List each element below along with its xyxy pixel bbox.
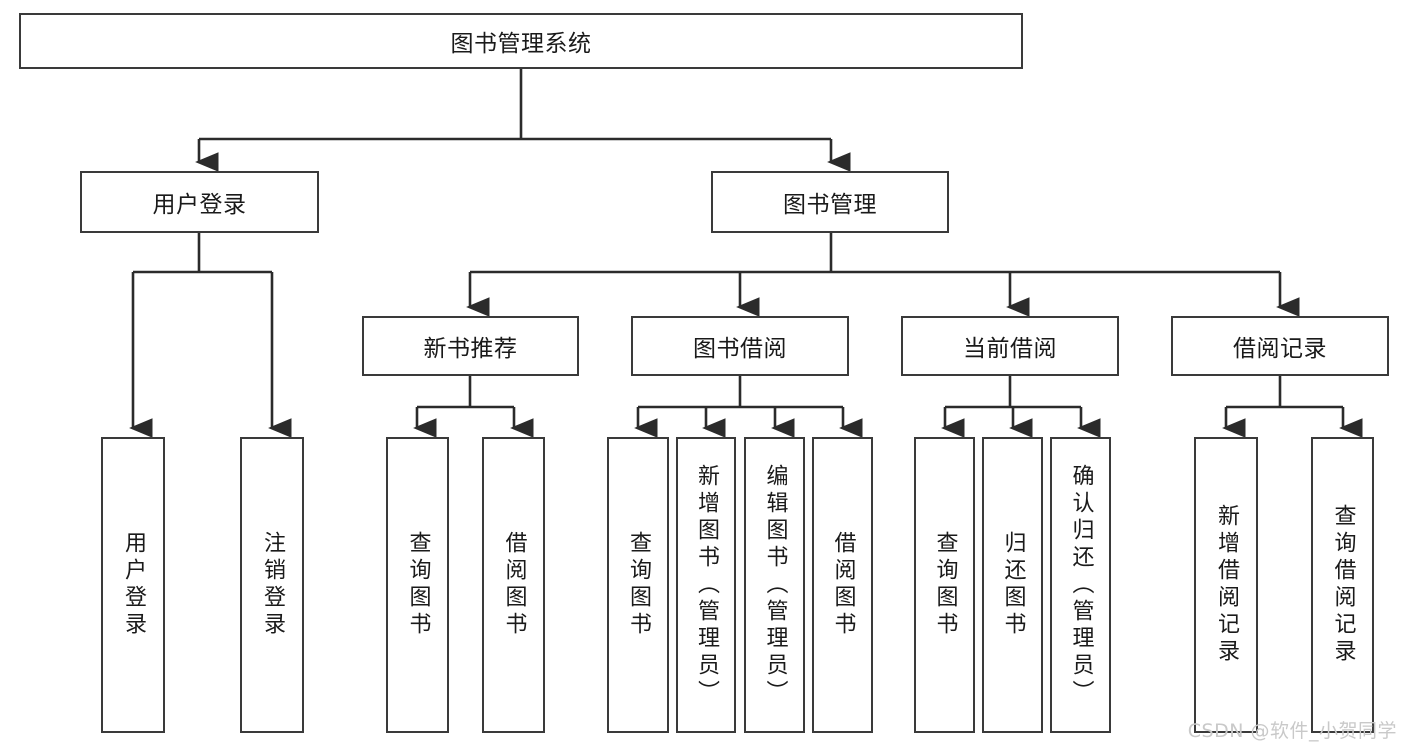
leaf-user-login[interactable]: 用户登录 bbox=[101, 437, 165, 733]
leaf-borrow-book-label: 借阅图书 bbox=[830, 531, 856, 639]
leaf-query-book-newbook[interactable]: 查询图书 bbox=[386, 437, 449, 733]
node-current-borrow-label: 当前借阅 bbox=[963, 336, 1057, 362]
node-book-borrow-label: 图书借阅 bbox=[693, 336, 787, 362]
leaf-confirm-return-admin[interactable]: 确认归还（管理员） bbox=[1050, 437, 1111, 733]
node-new-book-recommend-label: 新书推荐 bbox=[423, 336, 518, 362]
node-user-login[interactable]: 用户登录 bbox=[80, 171, 319, 233]
leaf-borrow-book-newbook[interactable]: 借阅图书 bbox=[482, 437, 545, 733]
leaf-query-book-current-label: 查询图书 bbox=[932, 531, 958, 639]
leaf-query-borrow-record[interactable]: 查询借阅记录 bbox=[1311, 437, 1374, 733]
leaf-edit-book-admin[interactable]: 编辑图书（管理员） bbox=[744, 437, 805, 733]
leaf-add-book-admin[interactable]: 新增图书（管理员） bbox=[676, 437, 736, 733]
node-borrow-record-label: 借阅记录 bbox=[1233, 336, 1327, 362]
leaf-query-borrow-record-label: 查询借阅记录 bbox=[1330, 504, 1356, 666]
node-root[interactable]: 图书管理系统 bbox=[19, 13, 1023, 69]
leaf-add-borrow-record[interactable]: 新增借阅记录 bbox=[1194, 437, 1258, 733]
leaf-logout[interactable]: 注销登录 bbox=[240, 437, 304, 733]
leaf-logout-label: 注销登录 bbox=[260, 531, 285, 639]
leaf-confirm-return-admin-label: 确认归还（管理员） bbox=[1068, 463, 1094, 707]
leaf-user-login-label: 用户登录 bbox=[121, 531, 146, 639]
node-borrow-record[interactable]: 借阅记录 bbox=[1171, 316, 1389, 376]
leaf-query-book-current[interactable]: 查询图书 bbox=[914, 437, 975, 733]
leaf-add-book-admin-label: 新增图书（管理员） bbox=[694, 463, 719, 707]
leaf-return-book[interactable]: 归还图书 bbox=[982, 437, 1043, 733]
node-book-management[interactable]: 图书管理 bbox=[711, 171, 949, 233]
node-user-login-label: 用户登录 bbox=[152, 192, 247, 218]
node-new-book-recommend[interactable]: 新书推荐 bbox=[362, 316, 579, 376]
leaf-add-borrow-record-label: 新增借阅记录 bbox=[1214, 504, 1239, 666]
node-current-borrow[interactable]: 当前借阅 bbox=[901, 316, 1119, 376]
node-root-label: 图书管理系统 bbox=[450, 31, 592, 57]
leaf-query-book-borrow[interactable]: 查询图书 bbox=[607, 437, 669, 733]
node-book-management-label: 图书管理 bbox=[783, 192, 877, 218]
leaf-query-book-borrow-label: 查询图书 bbox=[626, 531, 651, 639]
leaf-query-book-newbook-label: 查询图书 bbox=[405, 531, 431, 639]
leaf-borrow-book[interactable]: 借阅图书 bbox=[812, 437, 873, 733]
watermark-text: CSDN @软件_小贺同学 bbox=[1187, 720, 1397, 742]
leaf-edit-book-admin-label: 编辑图书（管理员） bbox=[762, 463, 788, 707]
leaf-borrow-book-newbook-label: 借阅图书 bbox=[501, 531, 527, 639]
node-book-borrow[interactable]: 图书借阅 bbox=[631, 316, 849, 376]
leaf-return-book-label: 归还图书 bbox=[1000, 531, 1026, 639]
